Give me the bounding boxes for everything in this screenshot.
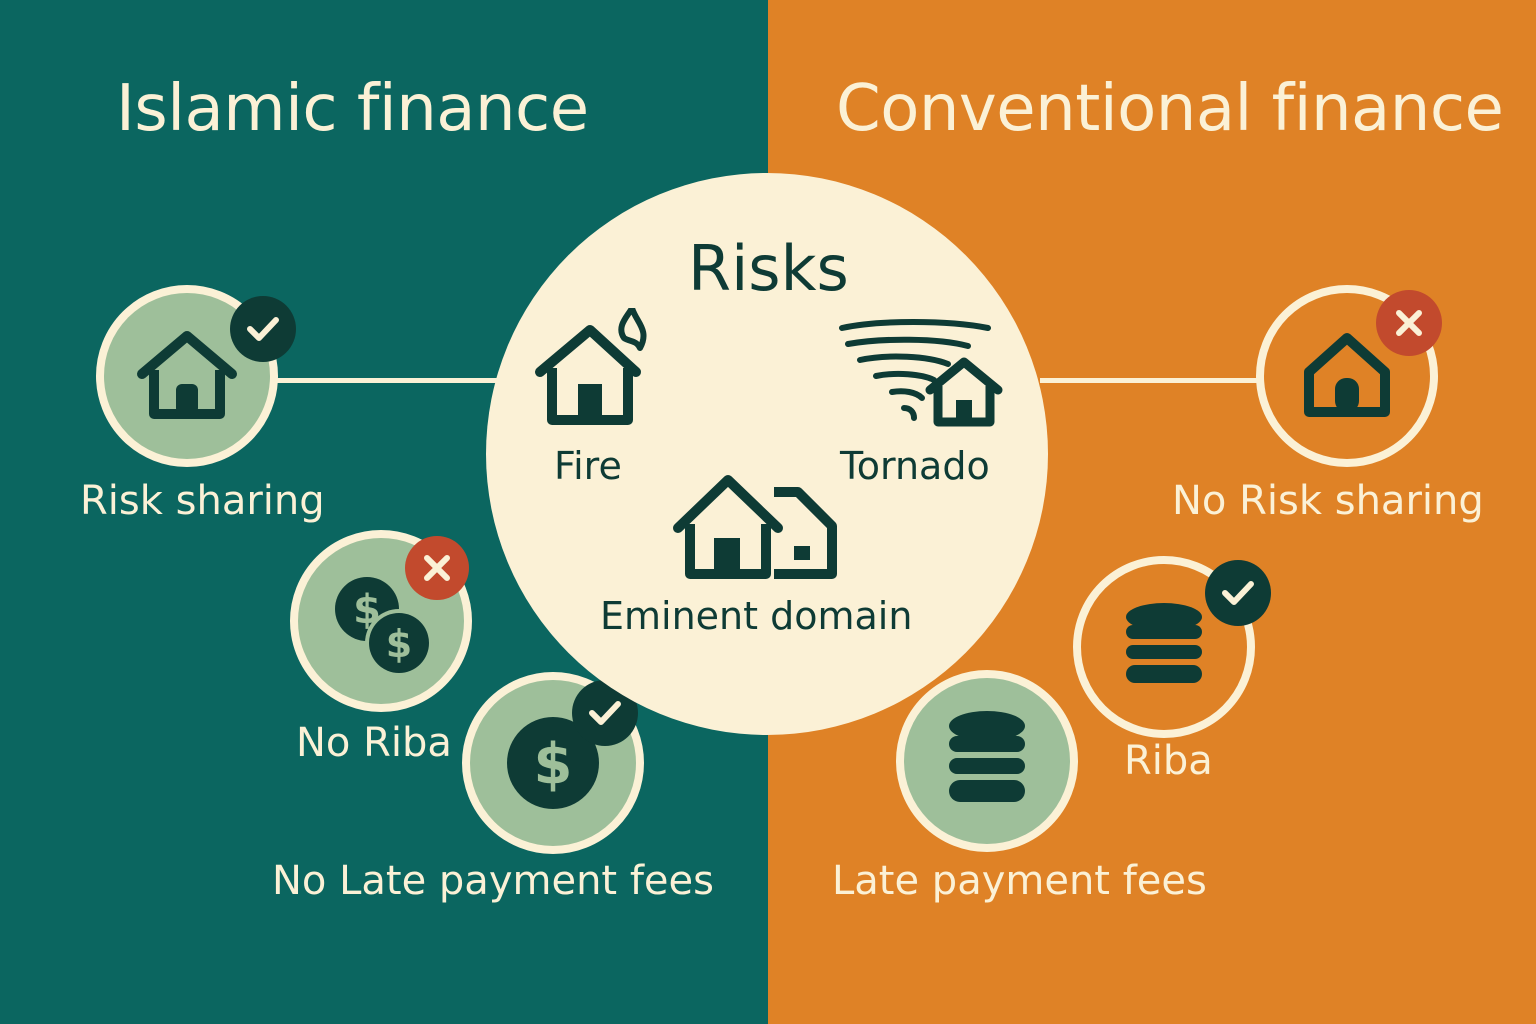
svg-text:$: $ xyxy=(386,622,412,666)
late-fees-label: Late payment fees xyxy=(832,858,1207,904)
no-late-fees-circle: $ xyxy=(462,672,644,854)
svg-text:$: $ xyxy=(534,732,573,797)
late-fees-circle xyxy=(896,670,1078,852)
house-icon xyxy=(1304,333,1390,417)
dollar-coin-icon: $ xyxy=(507,717,599,809)
fire-label: Fire xyxy=(554,444,622,488)
coin-stack-icon xyxy=(1126,603,1202,683)
risks-circle xyxy=(486,173,1048,735)
check-badge-icon xyxy=(1205,560,1271,626)
cross-badge-icon xyxy=(1376,290,1442,356)
coin-stack-icon xyxy=(949,711,1025,802)
tornado-house-icon xyxy=(839,319,1003,427)
two-coins-dollar-icon: $ $ xyxy=(335,577,433,677)
right-connector-line xyxy=(1040,378,1262,383)
no-riba-label: No Riba xyxy=(296,720,452,766)
cross-badge-icon xyxy=(405,536,469,600)
tornado-label: Tornado xyxy=(840,444,990,488)
check-badge-icon xyxy=(230,296,296,362)
no-late-fees-label: No Late payment fees xyxy=(272,858,714,904)
risk-sharing-circle xyxy=(96,285,278,467)
risk-sharing-label: Risk sharing xyxy=(80,478,325,524)
eminent-domain-label: Eminent domain xyxy=(600,594,913,638)
riba-label: Riba xyxy=(1124,738,1213,784)
conventional-finance-title: Conventional finance xyxy=(836,72,1504,146)
house-icon xyxy=(137,331,237,419)
house-fire-icon xyxy=(535,308,647,425)
houses-icon xyxy=(673,475,837,579)
no-risk-sharing-label: No Risk sharing xyxy=(1172,478,1484,524)
left-connector-line xyxy=(270,378,500,383)
risks-title: Risks xyxy=(688,232,849,305)
islamic-finance-title: Islamic finance xyxy=(116,72,589,146)
